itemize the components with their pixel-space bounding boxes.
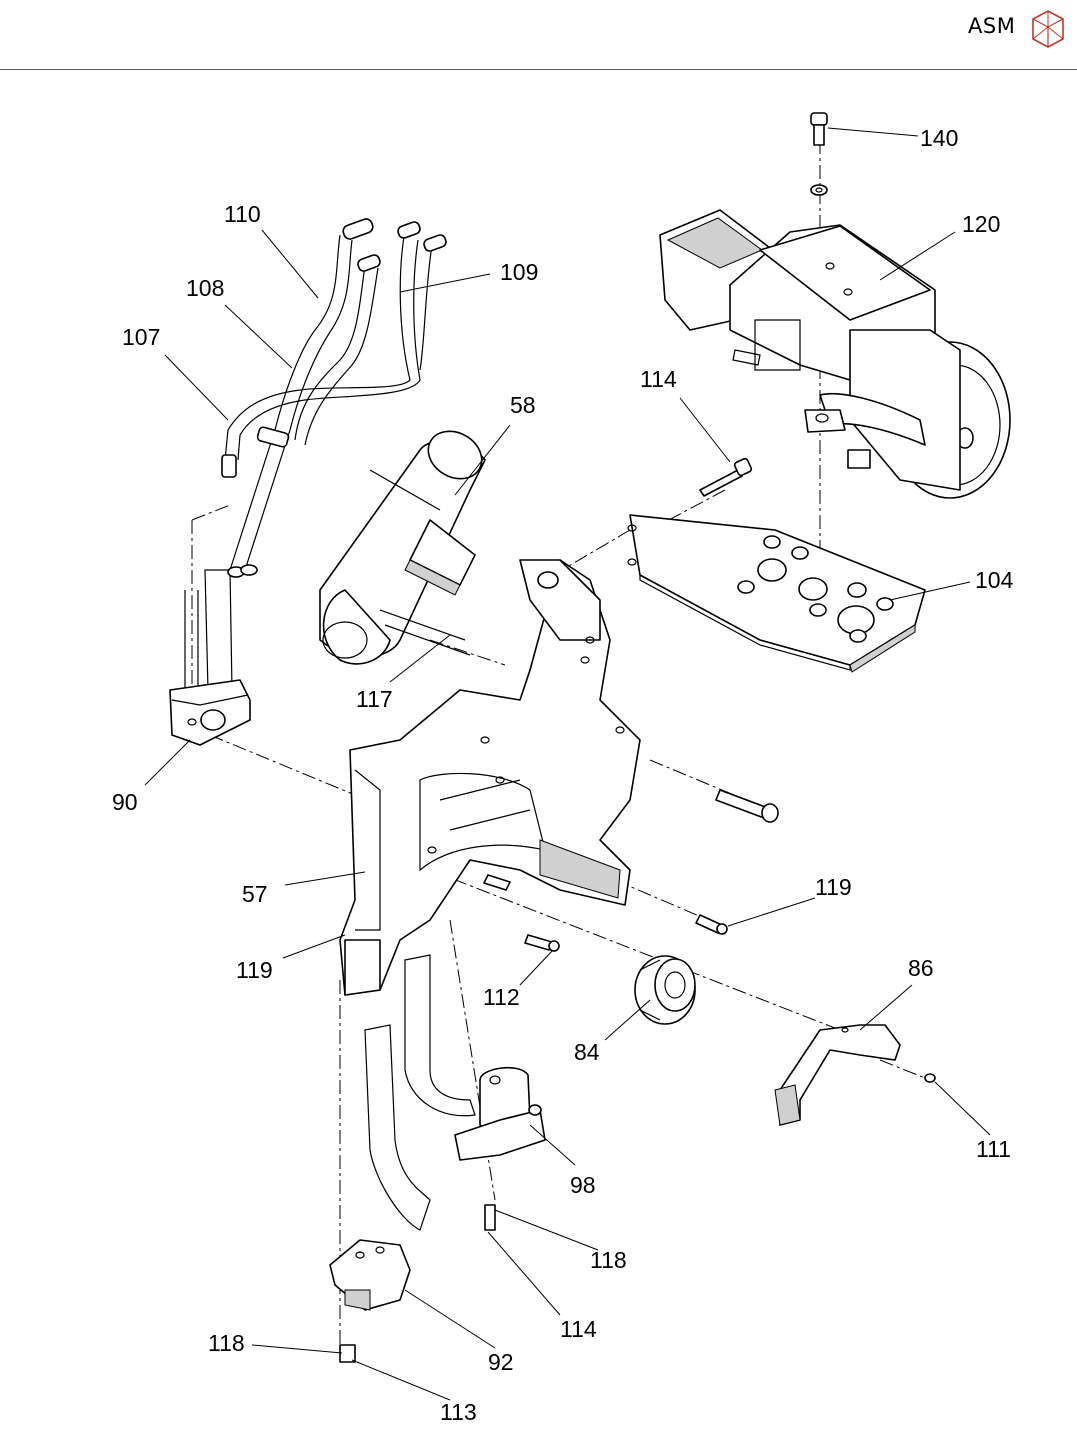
label-140: 140 xyxy=(920,125,958,151)
label-110: 110 xyxy=(224,201,261,227)
label-119-left: 119 xyxy=(236,957,273,983)
part-120-motor-unit xyxy=(660,210,1010,498)
part-90-bracket xyxy=(170,680,250,745)
label-92: 92 xyxy=(488,1349,514,1375)
label-108: 108 xyxy=(186,275,224,301)
label-113: 113 xyxy=(440,1399,477,1425)
part-140-screw xyxy=(811,113,827,195)
part-98-sensor xyxy=(455,1068,545,1230)
part-86-lever xyxy=(775,1025,900,1125)
label-118-left: 118 xyxy=(208,1330,245,1356)
label-86: 86 xyxy=(908,955,934,981)
label-120: 120 xyxy=(962,211,1000,237)
label-117: 117 xyxy=(356,686,393,712)
part-114-screw-upper xyxy=(700,458,752,496)
label-98: 98 xyxy=(570,1172,596,1198)
label-90: 90 xyxy=(112,789,138,815)
label-114-lower: 114 xyxy=(560,1316,597,1342)
part-92-sensor xyxy=(330,1240,410,1362)
part-84-bushing xyxy=(635,956,695,1024)
label-84: 84 xyxy=(574,1039,600,1065)
label-109: 109 xyxy=(500,259,538,285)
label-107: 107 xyxy=(122,324,160,350)
rods-98-92 xyxy=(365,955,475,1230)
label-119-right: 119 xyxy=(815,874,852,900)
label-57: 57 xyxy=(242,881,268,907)
part-104-mounting-plate xyxy=(628,515,925,672)
label-112: 112 xyxy=(483,984,520,1010)
label-58: 58 xyxy=(510,392,536,418)
label-118-right: 118 xyxy=(590,1247,627,1273)
label-111: 111 xyxy=(976,1136,1011,1162)
label-104: 104 xyxy=(975,567,1014,593)
label-114-upper: 114 xyxy=(640,366,677,392)
part-58-actuator xyxy=(320,422,490,664)
